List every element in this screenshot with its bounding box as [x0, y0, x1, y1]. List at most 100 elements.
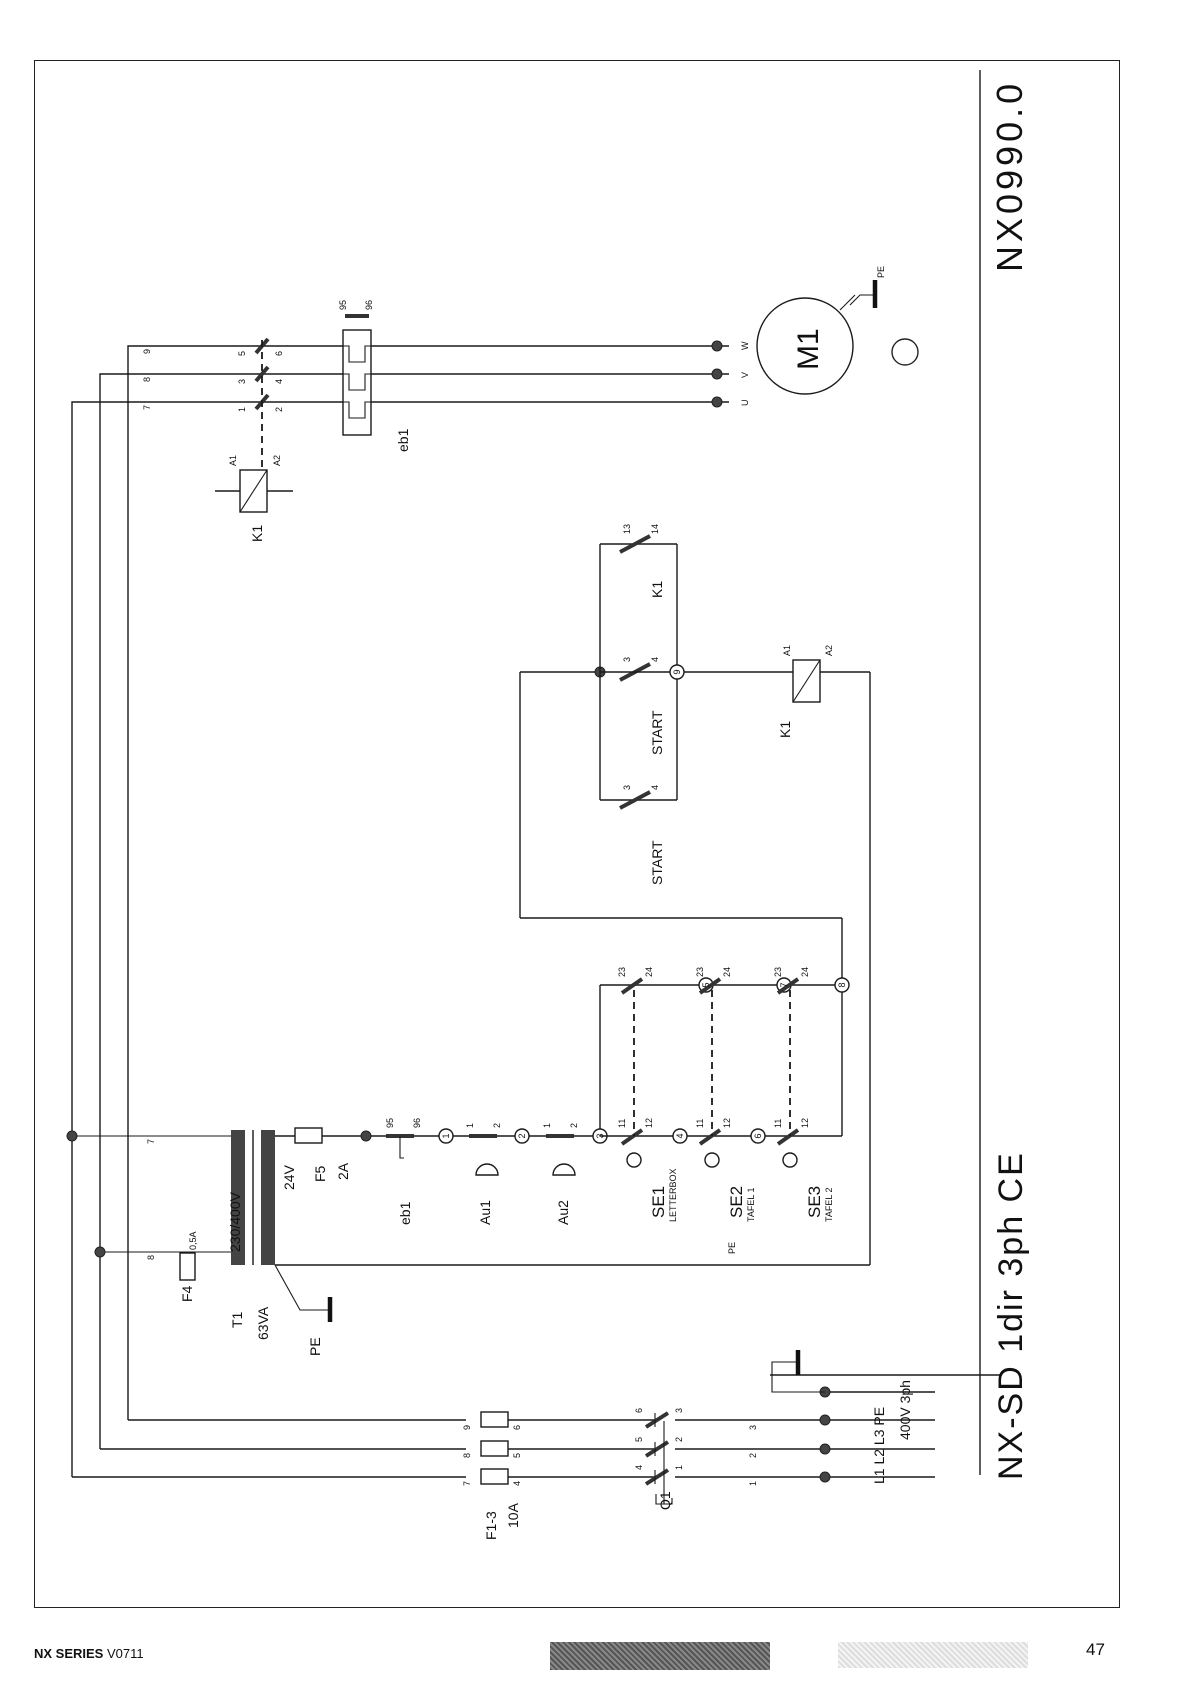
terminal-label: 11: [617, 1119, 627, 1128]
terminal-label: 24: [644, 967, 654, 977]
transformer-name: T1: [229, 1311, 245, 1328]
wire-label: 7: [146, 1139, 156, 1144]
control-circuit: [179, 688, 871, 1322]
supply-terminal: [819, 1471, 831, 1483]
terminal-label: 6: [512, 1425, 522, 1430]
motor-phase-label: U: [740, 400, 750, 407]
transformer-pe-label: PE: [307, 1337, 323, 1356]
f1-3-rating: 10A: [505, 1502, 521, 1528]
rail-wires: [66, 345, 729, 1477]
motor-label: M1: [792, 328, 825, 370]
terminal-label: 24: [800, 967, 810, 977]
transformer-secondary-label: 24V: [281, 1164, 297, 1190]
se2-label: SE2: [727, 1186, 746, 1218]
terminal-label: 13: [622, 524, 632, 534]
terminal-label: 12: [800, 1118, 810, 1128]
wire-label: 8: [146, 1255, 156, 1260]
au1-label: Au1: [477, 1200, 493, 1225]
k1-power-contacts: [215, 337, 293, 513]
terminal-label: 4: [634, 1465, 644, 1470]
terminal-label: 23: [617, 967, 627, 977]
footer-series-version: V0711: [106, 1646, 144, 1661]
node-label: 2: [517, 1133, 527, 1138]
safety-switches: [519, 672, 850, 1168]
page-number: 47: [1086, 1640, 1105, 1659]
motor-phase-label: W: [740, 341, 750, 350]
eb1-aux-label: eb1: [397, 1201, 413, 1225]
footer-decoration-light: [838, 1642, 1028, 1668]
footer-series-name: NX SERIES: [34, 1646, 104, 1661]
terminal-label: 8: [462, 1453, 472, 1458]
supply-terminal: [819, 1443, 831, 1455]
node-label: 6: [753, 1133, 763, 1138]
terminal-label: A2: [272, 455, 282, 466]
node-label: 1: [441, 1133, 451, 1138]
au2-label: Au2: [555, 1200, 571, 1225]
node-label: 4: [675, 1133, 685, 1138]
terminal-label: 6: [274, 351, 284, 356]
terminal-label: 11: [773, 1119, 783, 1128]
terminal-label: 1: [674, 1465, 684, 1470]
terminal-label: 3: [674, 1408, 684, 1413]
terminal-label: 5: [237, 351, 247, 356]
terminal-label: 3: [622, 657, 632, 662]
terminal-label: 4: [274, 379, 284, 384]
terminal-label: 11: [695, 1119, 705, 1128]
junction-dot: [66, 1130, 78, 1142]
f1-3-label: F1-3: [483, 1511, 499, 1540]
terminal-label: 7: [462, 1481, 472, 1486]
terminal-label: 1: [237, 407, 247, 412]
terminal-label: 12: [722, 1118, 732, 1128]
f5-rating: 2A: [335, 1162, 351, 1180]
terminal-label: 2: [569, 1123, 579, 1128]
terminal-label: A1: [228, 455, 238, 466]
terminal-label: 2: [492, 1123, 502, 1128]
se3-sub-label: TAFEL 2: [824, 1187, 834, 1222]
terminal-label: 95: [338, 300, 348, 310]
k1-control-coil-label: K1: [777, 721, 793, 738]
wire-label: 8: [142, 377, 152, 382]
terminal-label: 96: [412, 1118, 422, 1128]
terminal-label: 95: [385, 1118, 395, 1128]
terminal-label: 5: [634, 1437, 644, 1442]
se1-sub-label: LETTERBOX: [668, 1168, 678, 1222]
junction-dot: [360, 1130, 372, 1142]
footer-series: NX SERIES V0711: [34, 1646, 144, 1661]
terminal-label: 23: [695, 967, 705, 977]
wire-label: 9: [142, 349, 152, 354]
node-label: 9: [672, 669, 682, 674]
start-circuit: [520, 534, 871, 810]
start-button-label: START: [649, 840, 665, 885]
terminal-label: 12: [644, 1118, 654, 1128]
terminal-label: 4: [650, 657, 660, 662]
terminal-label: 5: [512, 1453, 522, 1458]
motor-circle: [756, 297, 854, 395]
fuses-f1-3: [480, 1411, 509, 1485]
overload-eb1: [342, 314, 372, 436]
terminal-label: A1: [782, 645, 792, 656]
terminal-label: 2: [274, 407, 284, 412]
supply-terminal-label: 2: [748, 1453, 758, 1458]
motor-pe-label: PE: [876, 266, 886, 278]
terminal-label: 2: [674, 1437, 684, 1442]
junction-dot: [94, 1246, 106, 1258]
terminal-label: 1: [542, 1123, 552, 1128]
supply-pe-label: PE: [727, 1242, 737, 1254]
drawing-code: NX0990.0: [989, 80, 1030, 272]
motor-m1: [711, 280, 919, 408]
footer-decoration-dark: [550, 1642, 770, 1670]
terminal-label: A2: [824, 645, 834, 656]
se1-label: SE1: [649, 1186, 668, 1218]
supply-terminal-label: 3: [748, 1425, 758, 1430]
terminal-label: 9: [462, 1425, 472, 1430]
k1-coil-label: K1: [249, 525, 265, 542]
terminal-label: 3: [237, 379, 247, 384]
supply-voltage-label: 400V 3ph: [897, 1380, 913, 1440]
wire-label: 7: [142, 405, 152, 410]
supply-phase-lines: [72, 1350, 935, 1483]
terminal-label: 4: [512, 1481, 522, 1486]
terminal-label: 4: [650, 785, 660, 790]
fuse-f4: [179, 1252, 196, 1281]
node-label: 8: [837, 982, 847, 987]
rotation-icon: [891, 338, 919, 366]
